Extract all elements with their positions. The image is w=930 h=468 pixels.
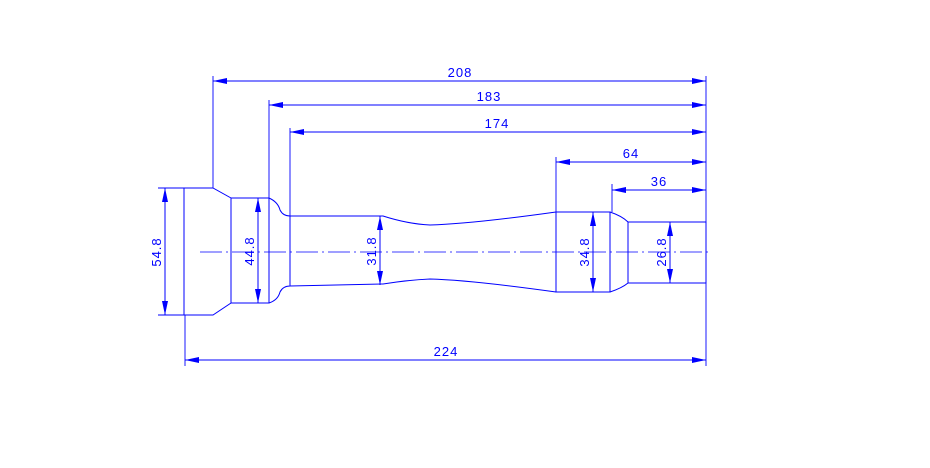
dimension-174: 174	[290, 116, 706, 135]
end-chamfer	[609, 211, 629, 293]
extension-lines	[158, 76, 707, 366]
dimension-34-8: 34.8	[577, 212, 596, 292]
dim-label-34-8: 34.8	[577, 237, 592, 266]
dim-label-44-8: 44.8	[242, 236, 257, 265]
dimension-26-8: 26.8	[654, 222, 673, 283]
dim-label-54-8: 54.8	[149, 237, 164, 266]
dim-label-64: 64	[623, 146, 639, 161]
dim-label-31-8: 31.8	[364, 236, 379, 265]
neck-bottom-edge	[289, 278, 557, 293]
dimension-44-8: 44.8	[242, 198, 261, 303]
dimension-183: 183	[269, 89, 706, 108]
end-shaft	[628, 221, 707, 284]
dim-label-224: 224	[434, 344, 459, 359]
dimension-36: 36	[612, 174, 706, 193]
dimension-64: 64	[556, 146, 706, 165]
shaft-outline	[183, 187, 707, 316]
dimension-54-8: 54.8	[149, 188, 168, 315]
dim-label-26-8: 26.8	[654, 237, 669, 266]
dim-label-208: 208	[448, 65, 473, 80]
collar-body	[231, 197, 270, 304]
neck-top-edge	[290, 211, 557, 226]
collar-fillet	[268, 197, 291, 304]
dimension-208: 208	[213, 65, 706, 84]
dim-label-174: 174	[485, 116, 510, 131]
flange-body	[183, 187, 232, 316]
dimension-31-8: 31.8	[364, 216, 383, 285]
dimension-224: 224	[185, 344, 706, 363]
dim-label-36: 36	[651, 174, 667, 189]
dim-label-183: 183	[477, 89, 502, 104]
